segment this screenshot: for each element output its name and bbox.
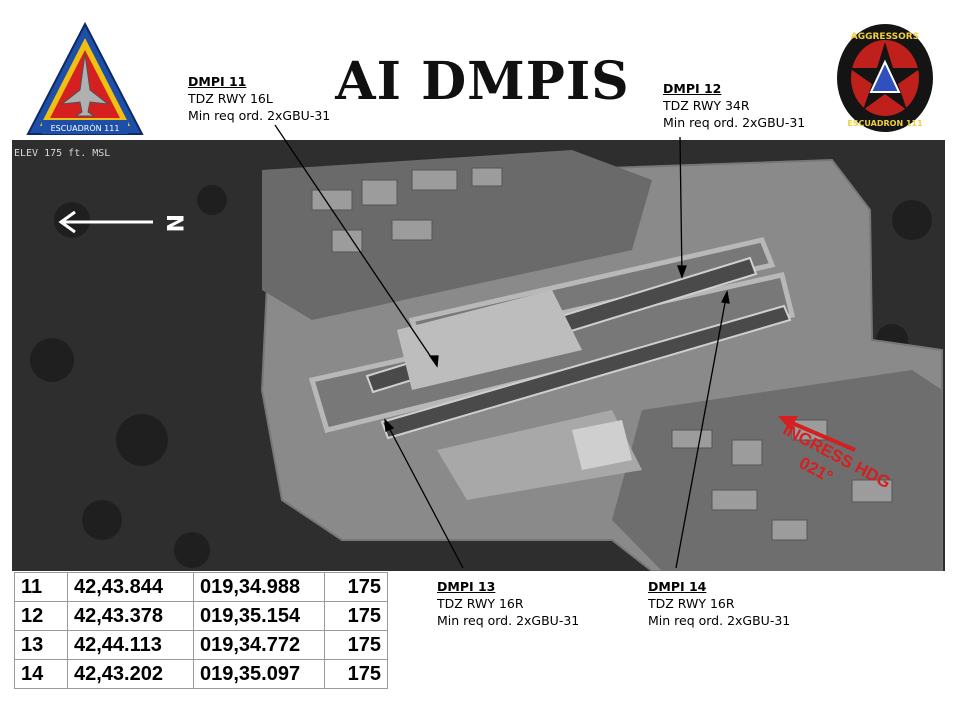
squadron-logo-right: AGGRESSORS ESCUADRON 111 <box>837 24 933 132</box>
dmpi-12-pointer <box>679 136 683 278</box>
elevation-label: ELEV 175 ft. MSL <box>14 148 111 159</box>
dmpi-13-line1: TDZ RWY 16R <box>437 596 524 611</box>
dmpi-id-cell: 14 <box>14 659 68 689</box>
dmpi-14-line1: TDZ RWY 16R <box>648 596 735 611</box>
right-logo-bottom-text: ESCUADRON 111 <box>847 119 923 128</box>
dmpi-11-arrowhead <box>428 355 439 368</box>
ingress-arrow: INGRESS HDG 021° <box>778 416 894 492</box>
longitude-cell: 019,35.097 <box>193 659 325 689</box>
dmpi-13-line2: Min req ord. 2xGBU-31 <box>437 613 580 628</box>
table-row: 11 42,43.844 019,34.988 175 <box>14 572 388 602</box>
dmpi-14-line2: Min req ord. 2xGBU-31 <box>648 613 791 628</box>
left-logo-text: ESCUADRÓN 111 <box>51 122 120 133</box>
dmpi-13-title: DMPI 13 <box>437 579 496 594</box>
table-row: 12 42,43.378 019,35.154 175 <box>14 601 388 631</box>
longitude-cell: 019,35.154 <box>193 601 325 631</box>
dmpi-12-arrowhead <box>677 265 687 279</box>
dmpi-11-pointer <box>274 124 438 367</box>
table-row: 14 42,43.202 019,35.097 175 <box>14 659 388 689</box>
elevation-cell: 175 <box>324 601 388 631</box>
dmpi-12-line1: TDZ RWY 34R <box>663 98 750 113</box>
dmpi-14-title: DMPI 14 <box>648 579 707 594</box>
longitude-cell: 019,34.988 <box>193 572 325 602</box>
dmpi-coordinates-table: 11 42,43.844 019,34.988 175 12 42,43.378… <box>14 572 388 689</box>
latitude-cell: 42,43.844 <box>67 572 194 602</box>
dmpi-id-cell: 13 <box>14 630 68 660</box>
dmpi-id-cell: 11 <box>14 572 68 602</box>
airfield-satellite-map <box>12 140 945 571</box>
latitude-cell: 42,43.202 <box>67 659 194 689</box>
north-arrow: N <box>58 210 186 234</box>
dmpi-14-arrowhead <box>721 289 730 304</box>
dmpi-12-callout: DMPI 12 TDZ RWY 34R Min req ord. 2xGBU-3… <box>663 80 805 131</box>
dmpi-11-callout: DMPI 11 TDZ RWY 16L Min req ord. 2xGBU-3… <box>188 73 330 124</box>
dmpi-13-callout: DMPI 13 TDZ RWY 16R Min req ord. 2xGBU-3… <box>437 578 579 629</box>
dmpi-13-pointer <box>384 419 464 569</box>
latitude-cell: 42,43.378 <box>67 601 194 631</box>
elevation-cell: 175 <box>324 659 388 689</box>
dmpi-14-pointer <box>675 291 728 569</box>
dmpi-13-arrowhead <box>384 418 395 432</box>
dmpi-11-line1: TDZ RWY 16L <box>188 91 273 106</box>
elevation-cell: 175 <box>324 630 388 660</box>
table-row: 13 42,44.113 019,34.772 175 <box>14 630 388 660</box>
latitude-cell: 42,44.113 <box>67 630 194 660</box>
right-logo-top-text: AGGRESSORS <box>851 32 919 42</box>
dmpi-11-line2: Min req ord. 2xGBU-31 <box>188 108 331 123</box>
dmpi-12-line2: Min req ord. 2xGBU-31 <box>663 115 806 130</box>
dmpi-11-title: DMPI 11 <box>188 74 247 89</box>
dmpi-14-callout: DMPI 14 TDZ RWY 16R Min req ord. 2xGBU-3… <box>648 578 790 629</box>
page-title: AI DMPIS <box>335 51 630 112</box>
north-label: N <box>161 214 186 232</box>
dmpi-12-title: DMPI 12 <box>663 81 722 96</box>
elevation-cell: 175 <box>324 572 388 602</box>
dmpi-id-cell: 12 <box>14 601 68 631</box>
longitude-cell: 019,34.772 <box>193 630 325 660</box>
squadron-logo-left: ESCUADRÓN 111 <box>26 21 144 135</box>
